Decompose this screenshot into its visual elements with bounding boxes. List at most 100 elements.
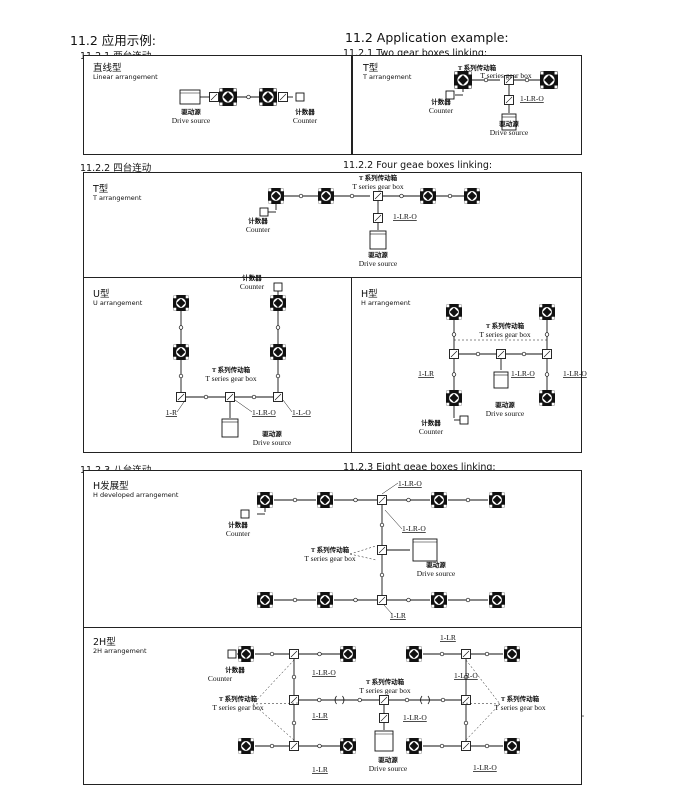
code-tag: 1-LR-O <box>398 479 422 488</box>
gear-unit-lug <box>317 504 321 508</box>
drive-source-label-cn: 驱动源 <box>495 400 515 409</box>
counter-icon <box>227 649 237 659</box>
t-gearbox-label-en: T series gear box <box>359 686 411 695</box>
gear-unit-lug <box>418 658 422 662</box>
gear-unit-icon <box>173 344 189 360</box>
gear-unit-lug <box>443 492 447 496</box>
gear-unit-lug <box>340 750 344 754</box>
bearing-icon <box>524 77 530 83</box>
gear-unit-lug <box>504 738 508 742</box>
bearing-icon <box>521 351 527 357</box>
bearing-icon <box>439 651 445 657</box>
leader-line <box>465 659 501 705</box>
gear-unit-lug <box>219 102 223 106</box>
gear-unit-lug <box>476 200 480 204</box>
gear-unit-lug <box>551 304 555 308</box>
bearing-icon <box>353 597 358 603</box>
motor-icon <box>369 230 387 250</box>
gear-unit-lug <box>329 492 333 496</box>
gear-unit-core <box>260 495 270 505</box>
coupling-icon <box>334 695 345 705</box>
gear-unit-core <box>492 495 502 505</box>
subsection-8-en: 11.2.3 Eight geae boxes linking: <box>343 462 496 473</box>
leader-line <box>252 702 299 705</box>
gear-unit-core <box>423 191 433 201</box>
gear-unit-lug <box>329 592 333 596</box>
motor-icon <box>501 113 517 131</box>
t-gearbox-mark <box>450 350 458 358</box>
counter-label-en: Counter <box>419 427 444 436</box>
t-gearbox-mark <box>462 742 470 750</box>
bearing-icon <box>357 697 362 703</box>
gear-unit-lug <box>406 646 410 650</box>
subsection-4-en: 11.2.2 Four geae boxes linking: <box>343 160 493 171</box>
gear-unit-lug <box>504 750 508 754</box>
gear-unit-icon <box>406 738 422 754</box>
counter-label-cn: 计数器 <box>295 107 315 116</box>
t-gearbox-label-cn: T 系列传动箱 <box>366 677 405 686</box>
counter-icon <box>259 207 269 217</box>
bearing-icon <box>483 77 489 83</box>
bearing-icon <box>291 720 297 726</box>
drive-source-label-cn: 驱动源 <box>378 755 398 764</box>
gear-unit-lug <box>250 738 254 742</box>
gear-unit-icon <box>446 390 462 406</box>
gear-unit-core <box>507 741 517 751</box>
gear-unit-lug <box>317 492 321 496</box>
gear-unit-lug <box>418 646 422 650</box>
drive-source-label-en: Drive source <box>359 259 398 268</box>
gear-unit-lug <box>489 492 493 496</box>
panel-subtitle: 2H arrangement <box>93 647 147 655</box>
gear-unit-core <box>542 393 552 403</box>
panel-subtitle: H developed arrangement <box>93 491 179 499</box>
gear-unit-lug <box>551 402 555 406</box>
t-gearbox-mark <box>505 96 513 104</box>
code-tag: 1-R <box>166 408 177 417</box>
t-gearbox-mark <box>378 496 386 504</box>
t-gearbox-mark <box>462 696 470 704</box>
gear-unit-lug <box>250 646 254 650</box>
t-gearbox-mark <box>374 192 382 200</box>
t-gearbox-mark <box>274 393 282 401</box>
subsection-4-cn: 11.2.2 四台连动 <box>80 163 152 174</box>
gear-unit-lug <box>446 304 450 308</box>
gear-unit-lug <box>539 402 543 406</box>
panel-title: H型 <box>361 289 378 300</box>
gear-unit-icon <box>318 188 334 204</box>
panel-subtitle: U arrangement <box>93 299 143 307</box>
gear-unit-core <box>321 191 331 201</box>
bearing-icon <box>379 572 385 578</box>
panel-linear: 直线型 Linear arrangement <box>83 55 352 155</box>
gear-unit-lug <box>420 200 424 204</box>
bearing-icon <box>349 193 355 199</box>
panel-subtitle: H arrangement <box>361 299 411 307</box>
bearing-icon <box>353 497 358 503</box>
t-gearbox-label-en: T series gear box <box>494 703 546 712</box>
gear-unit-lug <box>352 646 356 650</box>
gear-unit-lug <box>330 200 334 204</box>
bearing-icon <box>246 94 251 100</box>
counter-label-en: Counter <box>293 116 318 125</box>
counter-icon <box>273 282 283 292</box>
t-gearbox-label-en: T series gear box <box>480 71 532 80</box>
gear-unit-lug <box>501 604 505 608</box>
gear-unit-lug <box>431 604 435 608</box>
leader-line <box>282 399 293 413</box>
gear-unit-lug <box>185 307 189 311</box>
t-gearbox-label-cn: T 系列传动箱 <box>458 63 497 72</box>
bearing-icon <box>484 743 490 749</box>
bearing-icon <box>275 325 281 330</box>
counter-icon <box>445 90 455 100</box>
gear-unit-core <box>343 649 353 659</box>
bearing-icon <box>292 597 298 603</box>
section-title-cn: 11.2 应用示例: <box>70 33 157 48</box>
gear-unit-lug <box>185 295 189 299</box>
leader-line <box>349 553 377 561</box>
counter-icon <box>240 509 250 519</box>
gear-unit-icon <box>539 390 555 406</box>
gear-unit-icon <box>238 738 254 754</box>
code-tag: 1-LR-O <box>312 668 336 677</box>
gear-unit-core <box>492 595 502 605</box>
gear-unit-lug <box>418 738 422 742</box>
bearing-icon <box>406 597 411 603</box>
